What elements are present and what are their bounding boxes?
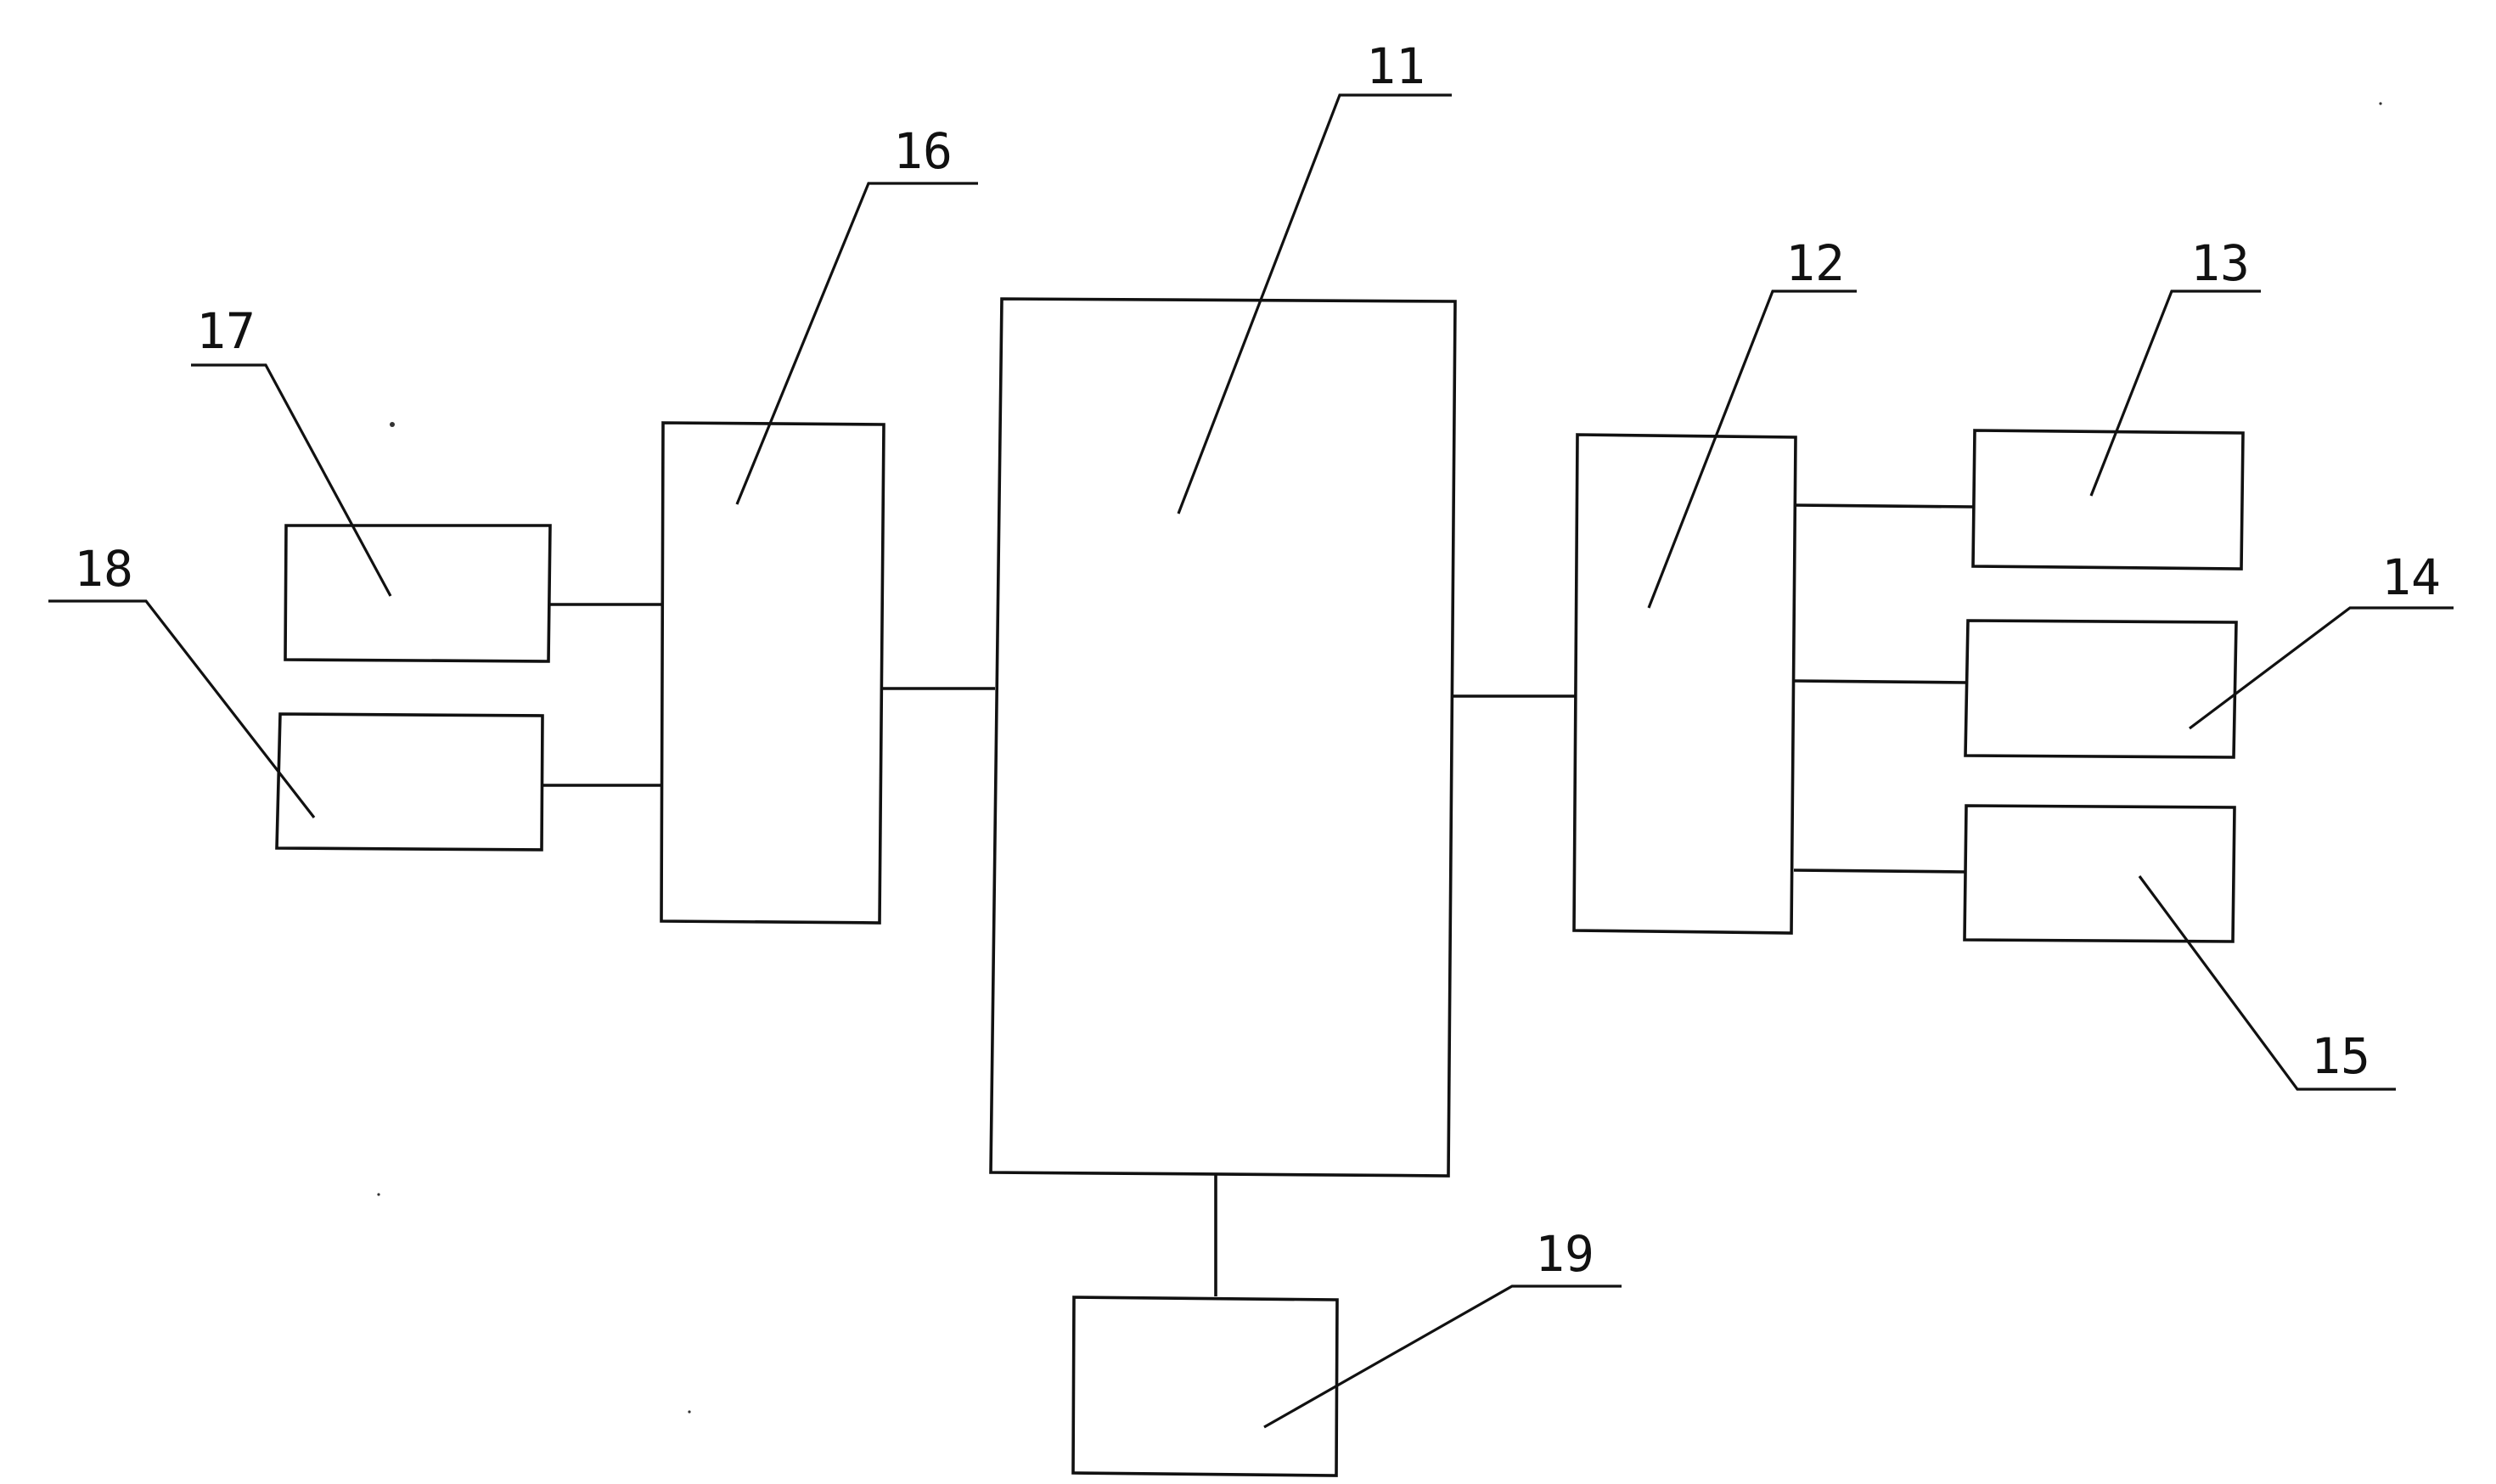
label-17: 17: [196, 302, 256, 360]
label-12: 12: [1785, 234, 1845, 292]
scan-specks: [377, 102, 2382, 1414]
block-14: [1964, 619, 2238, 759]
label-14: 14: [2381, 548, 2441, 606]
block-19: [1071, 1296, 1339, 1477]
block-11: [989, 297, 1457, 1178]
leader-17: [191, 363, 392, 597]
leader-12: [1647, 289, 1857, 609]
wire-12-14: [1793, 679, 1968, 684]
block-13: [1971, 429, 2245, 571]
leader-18: [48, 599, 316, 818]
leader-lines: [48, 93, 2454, 1429]
label-16: 16: [893, 122, 953, 180]
block-18: [275, 712, 544, 852]
label-18: 18: [74, 540, 133, 598]
leader-14: [2189, 606, 2454, 730]
block-17: [284, 524, 552, 663]
label-15: 15: [2311, 1027, 2370, 1085]
wire-12-15: [1793, 868, 1966, 874]
reference-numerals: 11 12 13 14 15 16 17 18 19: [74, 37, 2441, 1283]
label-19: 19: [1535, 1225, 1594, 1283]
block-15: [1963, 804, 2236, 943]
leader-19: [1263, 1284, 1622, 1429]
label-11: 11: [1366, 37, 1425, 95]
wire-12-13: [1793, 503, 1975, 509]
leader-15: [2138, 875, 2396, 1091]
block-12: [1572, 433, 1797, 935]
connections: [542, 503, 1975, 1296]
block-16: [660, 421, 885, 925]
leader-16: [735, 182, 978, 505]
leader-13: [2089, 289, 2261, 497]
leader-11: [1177, 93, 1452, 514]
blocks: [275, 297, 2245, 1477]
label-13: 13: [2190, 234, 2250, 292]
